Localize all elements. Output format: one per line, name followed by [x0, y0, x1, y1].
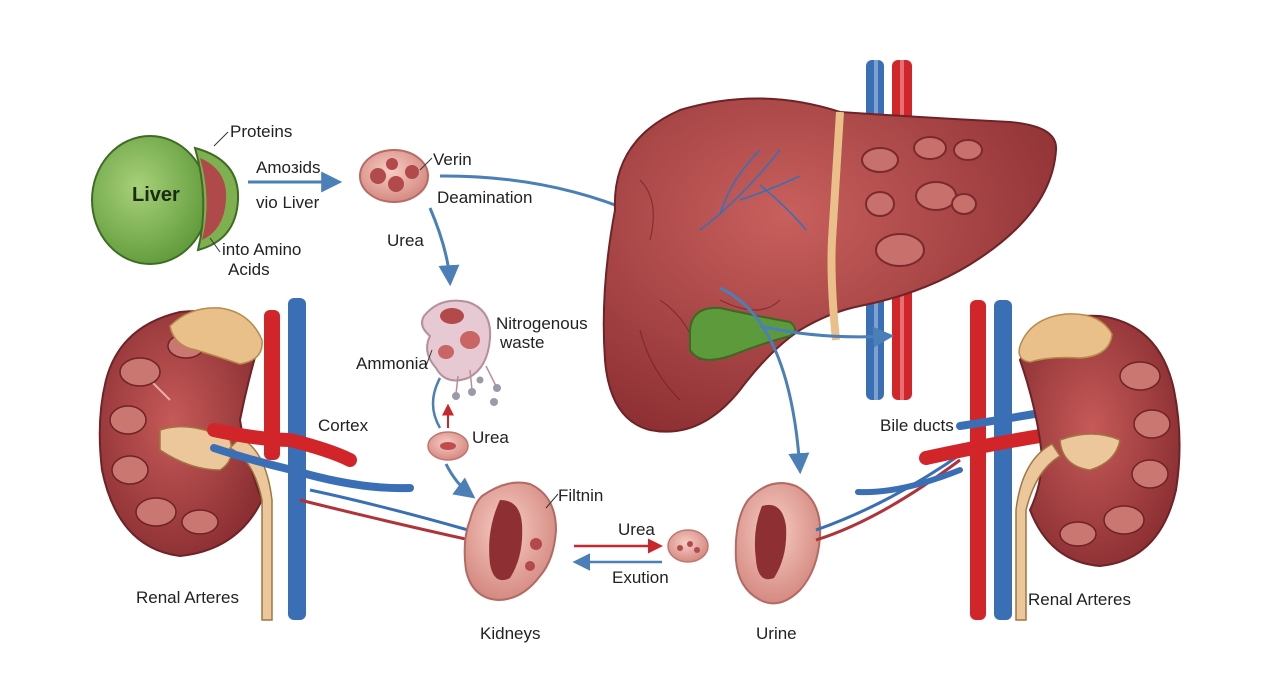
amino-leader: [209, 237, 221, 253]
renal-arteres-right-label: Renal Arteres: [1028, 590, 1131, 609]
urea-pill-icon: [667, 529, 709, 563]
urea-exchange-label: Urea: [618, 520, 655, 539]
arrow-to-ammonia: [428, 207, 460, 287]
exution-label: Exution: [612, 568, 669, 587]
right-artery-vessel: [970, 300, 986, 620]
big-liver-organ: [602, 97, 1058, 433]
gallbladder-icon: [689, 306, 796, 361]
right-vein-vessel: [994, 300, 1012, 620]
amoxids-label: Amoзids: [256, 158, 321, 177]
liver-icon: [91, 135, 240, 265]
arrow-to-kidney: [444, 463, 476, 499]
cortex-label: Cortex: [318, 416, 369, 435]
filtration-kidney-organ: [463, 481, 558, 602]
vio-liver-label: vio Liver: [256, 193, 320, 212]
right-renal-artery: [919, 429, 1047, 465]
proteins-label: Proteins: [230, 122, 293, 141]
ammonia-leader: [425, 349, 433, 367]
deamination-label: Deamination: [437, 188, 533, 207]
left-kidney-organ: [98, 307, 273, 621]
proteins-leader: [213, 131, 229, 147]
bile-ducts-label: Bile ducts: [880, 416, 954, 435]
filtnin-leader: [545, 493, 559, 509]
waste-label: waste: [500, 333, 545, 352]
into-amino-label: into Amino: [222, 240, 302, 259]
left-renal-vein: [210, 444, 414, 493]
arrow-to-urine: [719, 286, 810, 475]
right-kidney-organ: [1015, 313, 1181, 621]
filtnin-label: Filtnin: [558, 486, 604, 505]
arrow-loop-blue: [431, 377, 442, 429]
urea-droplet-icon: [427, 431, 469, 461]
liver-label: Liver: [132, 184, 180, 206]
verin-cell-icon: [359, 149, 429, 203]
urea-mid-label: Urea: [472, 428, 509, 447]
left-vein-vessel: [288, 298, 306, 620]
nitrogenous-label: Nitrogenous: [496, 314, 588, 333]
nitrogenous-waste-icon: [421, 299, 501, 406]
kidneys-label: Kidneys: [480, 624, 541, 643]
acids-label: Acids: [228, 260, 270, 279]
urine-kidney-organ: [734, 482, 822, 605]
verin-leader: [419, 157, 433, 171]
ammonia-label: Ammonia: [356, 354, 428, 373]
arrow-to-bile-ducts: [759, 324, 895, 348]
renal-arteres-left-label: Renal Arteres: [136, 588, 239, 607]
urea-top-label: Urea: [387, 231, 424, 250]
verin-label: Verin: [433, 150, 472, 169]
left-renal-artery: [207, 423, 357, 467]
urine-label: Urine: [756, 624, 797, 643]
left-artery-vessel: [264, 310, 280, 460]
